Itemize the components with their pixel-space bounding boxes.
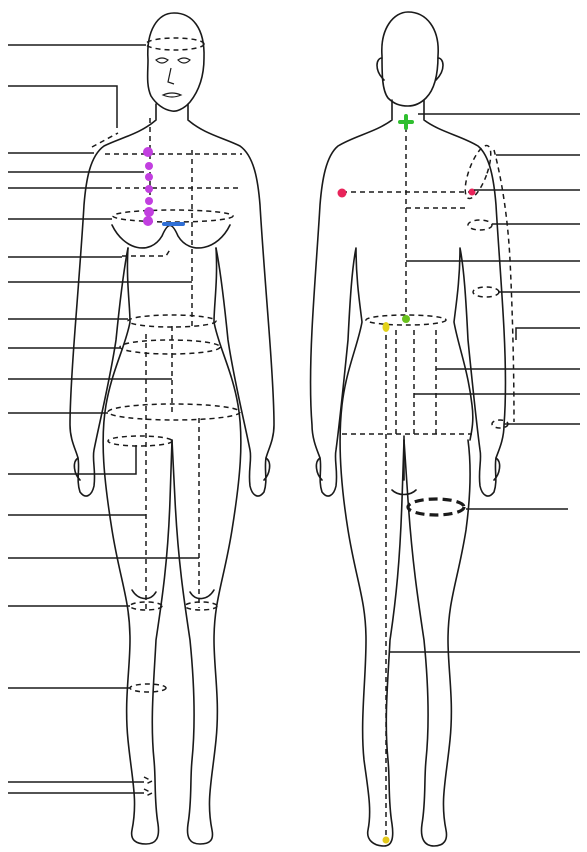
front-torso-left — [102, 247, 173, 845]
back-body-left-outline — [309, 99, 405, 847]
under-bust-measure — [122, 247, 172, 257]
front-body-left-outline — [69, 103, 157, 497]
bust-circumference — [112, 209, 234, 223]
back-neck-point-marker — [398, 114, 414, 130]
waist-circumference-back — [365, 314, 447, 326]
front-leader-lines — [8, 44, 199, 794]
bust-contour — [111, 224, 231, 249]
calf-circumference — [129, 683, 167, 693]
floor-point — [382, 836, 390, 844]
front-head-outline — [146, 12, 205, 112]
armhole-circumference — [464, 144, 492, 200]
shoulder-point-markers — [337, 188, 476, 198]
back-view — [309, 11, 580, 847]
head-circumference-front — [145, 37, 205, 51]
knee-circumference-left — [129, 601, 163, 611]
sleeve-length — [493, 149, 515, 423]
back-body-right-outline — [423, 99, 507, 497]
shoulder-slope — [91, 132, 119, 148]
thigh-circumference-front — [107, 435, 173, 447]
back-leg-inner-right — [403, 439, 471, 847]
neck-to-bust-dots — [143, 147, 154, 226]
back-leader-lines — [390, 113, 580, 653]
waist-side-point — [382, 322, 390, 332]
high-hip-circumference — [119, 339, 221, 355]
face-features — [155, 57, 191, 98]
front-view — [8, 12, 275, 845]
elbow-circumference — [472, 286, 500, 298]
hip-circumference — [107, 403, 241, 421]
waist-back-point — [402, 315, 410, 323]
thigh-circumference-back — [406, 497, 466, 517]
ankle-measures — [143, 776, 154, 798]
bicep-circumference — [467, 219, 493, 231]
back-head-outline — [381, 11, 439, 107]
front-body-right-outline — [187, 103, 275, 497]
front-leg-inner-right — [171, 247, 242, 845]
waist-circumference-front — [127, 314, 217, 328]
knee-circumference-right — [184, 601, 218, 611]
